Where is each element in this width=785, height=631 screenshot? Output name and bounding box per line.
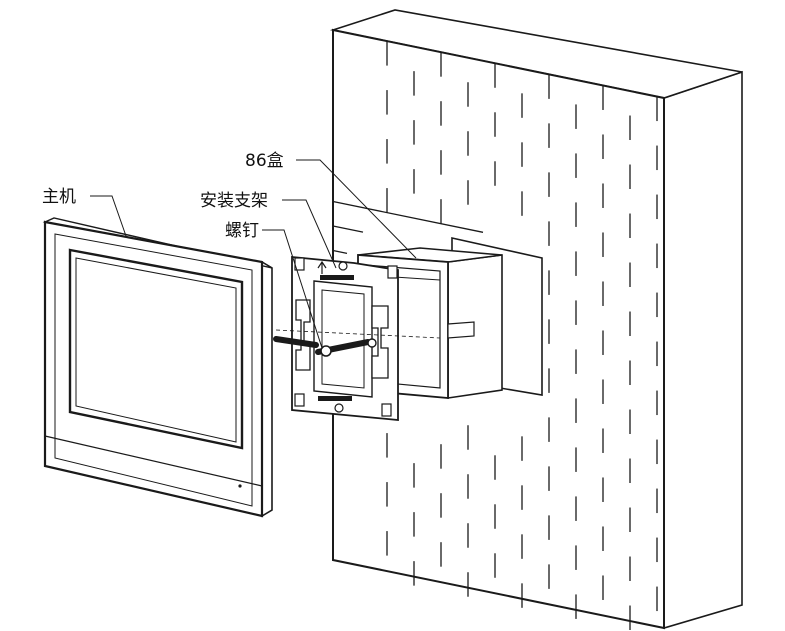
bracket-corner-tab	[387, 265, 398, 279]
label-screw: 螺钉	[225, 221, 259, 241]
screw-head	[367, 338, 377, 348]
bracket-screw-hole	[338, 261, 348, 271]
bracket-bottom-slot	[318, 396, 352, 401]
screw-shaft	[273, 336, 319, 348]
brick-mortar-line	[332, 200, 484, 233]
brick-mortar-line	[332, 249, 348, 255]
screws	[273, 329, 441, 357]
monitor-screen	[68, 248, 244, 450]
label-bracket: 安装支架	[200, 191, 268, 211]
box-knockout-tab	[447, 321, 475, 339]
bracket-corner-tab	[381, 403, 392, 417]
leader-bracket	[282, 199, 337, 269]
bracket-left-hook	[295, 299, 311, 371]
monitor-side	[261, 260, 273, 518]
bracket-center-window	[313, 280, 373, 398]
up-arrow-icon	[317, 260, 327, 274]
wall-side-face	[663, 70, 743, 630]
brick-mortar-line	[332, 225, 364, 233]
bracket-right-hook	[371, 305, 389, 379]
bracket-top-slot	[320, 275, 354, 280]
monitor-indicator-light	[238, 484, 242, 488]
bracket-screw-hole	[334, 403, 344, 413]
leader-screw	[262, 229, 323, 349]
label-box86: 86盒	[245, 151, 284, 171]
bracket-corner-tab	[294, 393, 305, 407]
monitor-screen-inner	[75, 257, 237, 443]
indoor-monitor	[42, 217, 273, 518]
callout-leaders	[90, 159, 417, 349]
leader-host	[90, 195, 127, 237]
label-host: 主机	[42, 187, 76, 207]
mounting-bracket	[291, 256, 399, 421]
screw-guide-line	[275, 329, 441, 339]
leader-box86	[296, 159, 417, 259]
monitor-bezel-inner	[54, 233, 253, 507]
screw-head	[320, 345, 332, 357]
monitor-bottom-bar	[44, 435, 263, 487]
